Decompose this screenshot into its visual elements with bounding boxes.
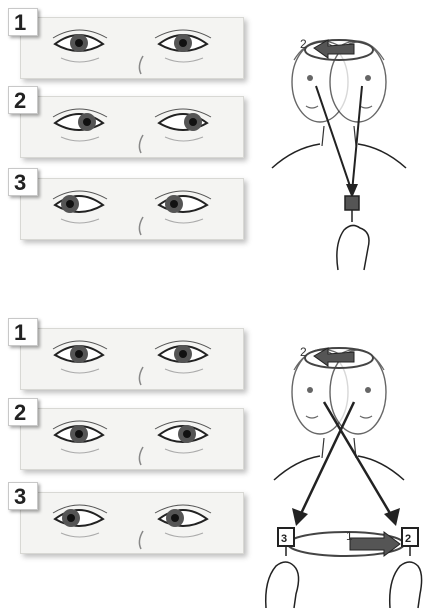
nose-line [139,367,143,385]
left-target-label: 3 [281,533,287,545]
gaze-arrow-head-icon [384,508,400,526]
left-eye [53,109,107,141]
panel-number-badge: 2 [8,398,38,426]
hand-icon [337,210,369,270]
neck [322,126,356,146]
eye-panel-top-3 [20,178,244,240]
head-rotation-figure-top: 2 [254,8,424,278]
right-eye [155,191,211,223]
right-target-label: 2 [405,533,411,545]
nose-line [139,56,143,74]
fixation-target-icon [345,196,359,210]
left-eye [53,30,107,62]
panel-number-badge: 3 [8,482,38,510]
panel-number-badge: 2 [8,86,38,114]
left-eye [53,505,107,537]
eyes-illustration [21,179,243,239]
head-arrow-label: 2 [300,345,307,359]
eye-panel-bottom-1 [20,328,244,390]
right-eye [155,109,211,141]
eye-panel-bottom-3 [20,492,244,554]
panel-number-badge: 3 [8,168,38,196]
eye-panel-top-1 [20,17,244,79]
panel-number-badge: 1 [8,8,38,36]
right-hand-icon [390,546,422,608]
eye-panel-top-2 [20,96,244,158]
left-hand-icon [266,546,299,608]
left-eye [53,341,107,373]
nose-line [139,447,143,465]
right-eye [155,341,211,373]
eye-panel-bottom-2 [20,408,244,470]
nose-line [139,135,143,153]
nose-line [139,217,143,235]
eyes-illustration [21,409,243,469]
left-eye [53,421,107,453]
eyes-illustration [21,493,243,553]
eyes-illustration [21,97,243,157]
right-eye [155,505,211,537]
head-rotation-figure-bottom: 2 1 3 2 [254,312,424,612]
eyes-illustration [21,329,243,389]
panel-number-badge: 1 [8,318,38,346]
head-arrow-label: 2 [300,37,307,51]
left-eye [53,191,107,223]
shoulders [274,456,404,480]
hand-arrow-label: 1 [346,529,353,543]
eyes-illustration [21,18,243,78]
right-eye [155,30,211,62]
right-eye [155,421,211,453]
gaze-arrow-head-icon [292,508,308,526]
nose-line [139,531,143,549]
